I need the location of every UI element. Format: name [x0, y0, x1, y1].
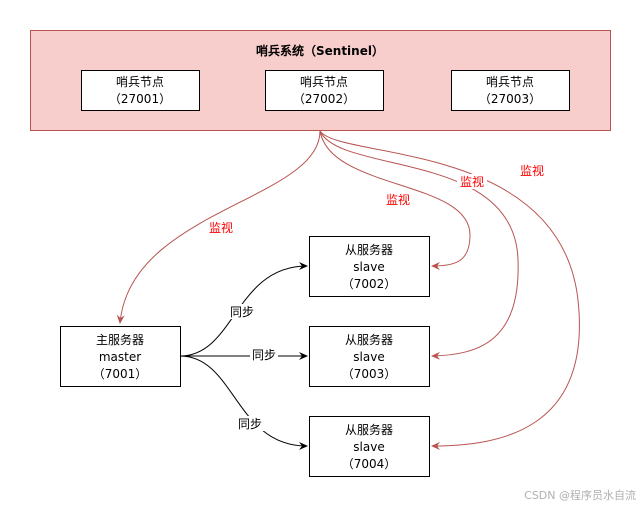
monitor-labels: 监视 监视 监视 监视 — [206, 163, 547, 235]
slave-node-2: 从服务器 slave （7003） — [309, 326, 430, 387]
monitor-label: 监视 — [460, 174, 484, 189]
node-port: （7003） — [342, 367, 397, 381]
sync-label: 同步 — [230, 305, 254, 319]
monitor-edges — [116, 130, 580, 450]
node-role: slave — [353, 260, 384, 274]
sentinel-node-3: 哨兵节点 （27003） — [451, 70, 570, 111]
sentinel-node-1: 哨兵节点 （27001） — [81, 70, 200, 111]
node-name: 从服务器 — [345, 332, 393, 347]
node-port: （7001） — [93, 367, 148, 381]
sync-label: 同步 — [252, 348, 276, 362]
node-port: （27001） — [109, 92, 171, 106]
monitor-edge-slave-1 — [319, 130, 471, 270]
node-role: slave — [353, 440, 384, 454]
sync-labels: 同步 同步 同步 — [228, 304, 278, 431]
sync-label: 同步 — [238, 417, 262, 431]
node-role: slave — [353, 350, 384, 364]
node-name: 从服务器 — [345, 422, 393, 437]
node-name: 哨兵节点 — [300, 74, 348, 89]
watermark: CSDN @程序员水自流 — [524, 488, 636, 502]
monitor-label: 监视 — [520, 163, 544, 178]
sentinel-system-group: 哨兵系统（Sentinel） 哨兵节点 （27001） 哨兵节点 （27002）… — [30, 30, 611, 131]
monitor-label: 监视 — [386, 192, 410, 207]
node-role: master — [99, 350, 141, 364]
node-port: （27003） — [479, 92, 541, 106]
monitor-edge-slave-3 — [319, 130, 580, 450]
master-node: 主服务器 master （7001） — [60, 326, 181, 387]
sentinel-title: 哨兵系统（Sentinel） — [256, 43, 384, 58]
node-name: 哨兵节点 — [116, 74, 164, 89]
node-port: （27002） — [293, 92, 355, 106]
sentinel-node-2: 哨兵节点 （27002） — [265, 70, 384, 111]
slave-node-1: 从服务器 slave （7002） — [309, 236, 430, 297]
monitor-edge-master — [116, 130, 321, 324]
node-port: （7002） — [342, 277, 397, 291]
node-name: 主服务器 — [96, 332, 144, 347]
slave-node-3: 从服务器 slave （7004） — [309, 416, 430, 477]
node-port: （7004） — [342, 457, 397, 471]
monitor-edge-slave-2 — [319, 130, 519, 360]
monitor-label: 监视 — [209, 220, 233, 235]
node-name: 哨兵节点 — [486, 74, 534, 89]
node-name: 从服务器 — [345, 242, 393, 257]
sync-edge-slave-3 — [179, 355, 308, 450]
